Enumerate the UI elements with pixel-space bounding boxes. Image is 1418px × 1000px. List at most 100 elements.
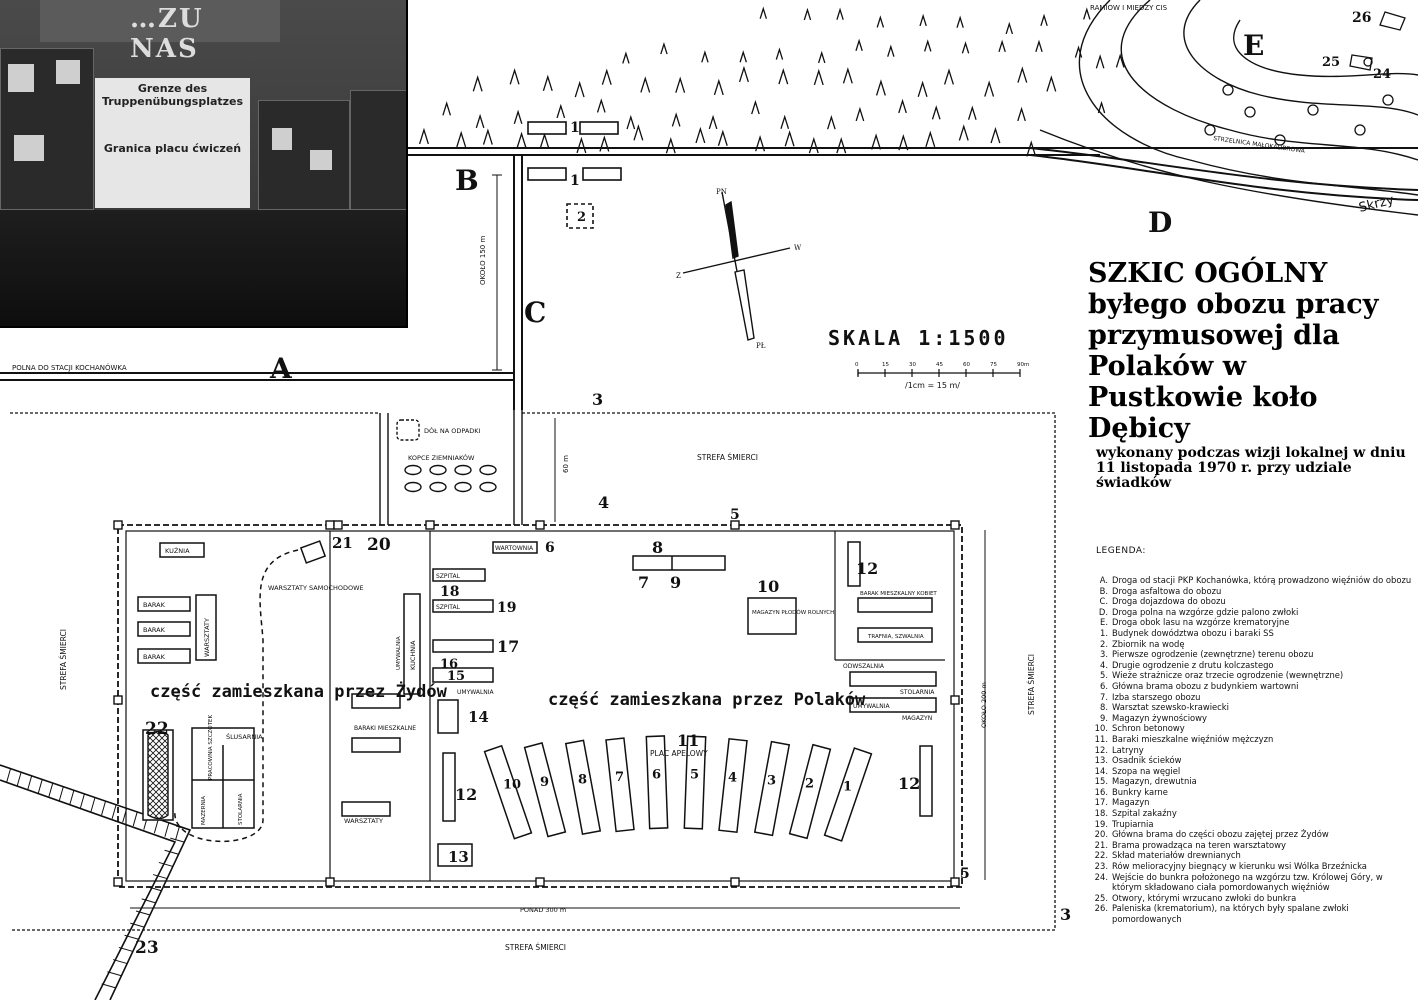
barracks-11 (483, 735, 873, 842)
map-number: 15 (447, 669, 465, 684)
map-text: A B C D E POLNA DO STACJI KOCHANÓWKA OKO… (12, 4, 1396, 952)
legend-key: 26. (1094, 903, 1108, 914)
legend-text: Warsztat szewsko-krawiecki (1112, 702, 1229, 713)
compass-south: PŁ (756, 342, 766, 350)
legend-text: Izba starszego obozu (1112, 691, 1201, 702)
legend-item: 24.Wejście do bunkra położonego na wzgór… (1082, 872, 1414, 893)
poles-area-label: część zamieszkana przez Polaków (548, 690, 866, 710)
tree-icon (717, 129, 728, 146)
legend-text: Zbiornik na wodę (1112, 638, 1185, 649)
map-number: 13 (448, 848, 469, 866)
photo-card (310, 150, 332, 170)
map-number: 1 (570, 120, 580, 136)
tree-icon (871, 133, 882, 150)
umywalnia-p-label: UMYWALNIA (457, 689, 495, 696)
legend-text: Droga polna na wzgórze gdzie palono zwło… (1112, 606, 1299, 617)
legend-key: 1. (1100, 627, 1108, 638)
map-number: 12 (856, 559, 878, 578)
umywalnia2-label: UMYWALNIA (853, 703, 891, 710)
compass-west: Z (676, 272, 681, 280)
watchtower-icon (333, 520, 343, 530)
photo-sign: Grenze des Truppenübungsplatzes Granica … (95, 78, 250, 208)
potato-mound-icon (404, 464, 422, 476)
map-number: 7 (638, 573, 649, 592)
legend-item: 11.Baraki mieszkalne więźniów mężczyzn (1082, 734, 1414, 745)
slusarnia-label: ŚLUSARNIA (226, 732, 263, 741)
legend-item: 3.Pierwsze ogrodzenie (zewnętrzne) teren… (1082, 649, 1414, 660)
watchtower-icon (113, 695, 123, 705)
legend-text: Szopa na węgiel (1112, 765, 1181, 776)
barrack-number: 4 (728, 771, 737, 786)
barrack-11 (683, 735, 707, 830)
tree-icon (472, 75, 483, 92)
legend-key: A. (1099, 575, 1108, 585)
tree-icon (542, 74, 553, 91)
watchtower-icon (950, 877, 960, 887)
watchtower-icon (535, 520, 545, 530)
tree-icon (887, 44, 895, 57)
tree-icon (961, 41, 970, 54)
strefa-right: STREFA ŚMIERCI (1027, 654, 1036, 715)
barrack-number: 3 (767, 774, 776, 789)
tree-icon (739, 50, 747, 63)
legend-item: 13.Osadnik ścieków (1082, 755, 1414, 766)
tree-icon (1005, 21, 1014, 35)
scale-bar (857, 369, 1021, 377)
road-label-b: B (455, 164, 479, 197)
photo-board-far (350, 90, 406, 210)
barrack-number: 8 (578, 772, 587, 787)
map-number: 24 (1373, 67, 1391, 82)
tree-icon (784, 130, 795, 147)
map-number: 1 (570, 173, 580, 189)
trafnia-label: TRAFNIA, SZWALNIA (867, 634, 924, 640)
tree-icon (1095, 54, 1105, 69)
poles-area-text: część zamieszkana przez Polaków (548, 690, 866, 710)
barak-kobiet-label: BARAK MIESZKALNY KOBIET (860, 591, 937, 597)
map-number: 5 (730, 507, 740, 523)
legend-text: Wejście do bunkra położonego na wzgórzu … (1112, 871, 1383, 893)
legend-text: Magazyn żywnościowy (1112, 712, 1207, 723)
tree-icon (701, 50, 709, 63)
polish-area-buildings (432, 541, 937, 867)
tree-icon (738, 65, 749, 83)
scale-tick-label: 30 (909, 362, 916, 368)
map-number: 17 (497, 637, 519, 656)
legend-text: Baraki mieszkalne więźniów mężczyzn (1112, 733, 1274, 744)
map-number: 10 (757, 577, 779, 596)
barrack-number: 7 (615, 770, 624, 785)
tree-icon (990, 126, 1001, 144)
forest-trees (418, 6, 1125, 157)
dol-label: DÓŁ NA ODPADKI (424, 426, 481, 435)
legend-key: 15. (1094, 776, 1108, 787)
tree-icon (876, 15, 885, 28)
map-number: 16 (440, 657, 458, 672)
map-number: 6 (545, 540, 555, 556)
tree-icon (1046, 75, 1057, 92)
legend-text: Droga od stacji PKP Kochanówka, którą pr… (1112, 575, 1412, 585)
tree-icon (836, 136, 847, 154)
barrack-11 (645, 735, 669, 830)
scale-note: /1cm = 15 m/ (905, 381, 960, 390)
tree-icon (574, 80, 585, 98)
crematory-hill (1204, 11, 1406, 146)
tree-icon (675, 76, 686, 93)
photo-card (8, 64, 34, 92)
tree-icon (855, 106, 865, 122)
legend-text: Droga asfaltowa do obozu (1112, 585, 1222, 596)
tree-icon (1026, 140, 1037, 157)
scale-title: SKALA 1:1500 (828, 326, 1009, 350)
legend-text: Główna brama obozu z budynkiem wartowni (1112, 680, 1299, 691)
legend-text: Droga obok lasu na wzgórze krematoryjne (1112, 617, 1290, 628)
tree-icon (596, 98, 606, 113)
tree-icon (539, 132, 550, 149)
potato-mound-icon (454, 464, 472, 476)
tree-icon (516, 131, 527, 148)
map-number: 25 (1322, 55, 1340, 70)
map-number: 12 (455, 785, 477, 804)
tree-icon (958, 124, 969, 141)
map-number: 5 (960, 866, 970, 882)
legend-key: 8. (1100, 702, 1108, 713)
barak-3-label: BARAK (143, 653, 166, 661)
tree-icon (917, 80, 928, 98)
